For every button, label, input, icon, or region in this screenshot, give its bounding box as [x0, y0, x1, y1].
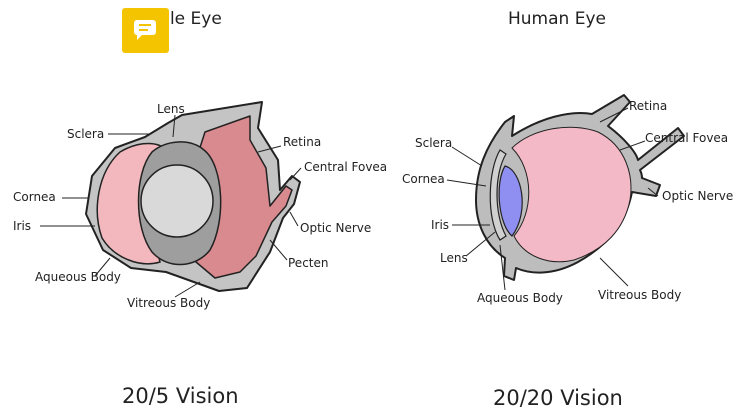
human-vitreous-body	[512, 127, 631, 261]
eagle-label-iris: Iris	[13, 219, 31, 233]
eagle-label-vitreous-body: Vitreous Body	[127, 296, 210, 310]
human-label-optic-nerve: Optic Nerve	[662, 189, 733, 203]
human-eye-diagram: Retina Sclera Central Fovea Cornea Optic…	[402, 95, 733, 305]
eagle-label-central-fovea: Central Fovea	[304, 160, 387, 174]
human-label-lens: Lens	[440, 251, 468, 265]
human-label-retina: Retina	[629, 99, 667, 113]
eagle-label-lens: Lens	[157, 102, 185, 116]
eagle-eye-diagram: Lens Sclera Retina Central Fovea Cornea …	[13, 102, 387, 310]
human-label-vitreous-body: Vitreous Body	[598, 288, 681, 302]
eagle-vision-caption: 20/5 Vision	[122, 384, 239, 408]
eagle-label-retina: Retina	[283, 135, 321, 149]
eagle-label-sclera: Sclera	[67, 127, 104, 141]
eagle-label-aqueous-body: Aqueous Body	[35, 270, 121, 284]
human-label-central-fovea: Central Fovea	[645, 131, 728, 145]
human-label-sclera: Sclera	[415, 136, 452, 150]
eagle-label-cornea: Cornea	[13, 190, 56, 204]
human-vision-caption: 20/20 Vision	[493, 386, 623, 410]
eagle-label-pecten: Pecten	[288, 256, 328, 270]
eagle-label-optic-nerve: Optic Nerve	[300, 221, 371, 235]
eagle-lens	[141, 165, 213, 237]
human-label-iris: Iris	[431, 218, 449, 232]
human-label-cornea: Cornea	[402, 172, 445, 186]
human-label-aqueous-body: Aqueous Body	[477, 291, 563, 305]
